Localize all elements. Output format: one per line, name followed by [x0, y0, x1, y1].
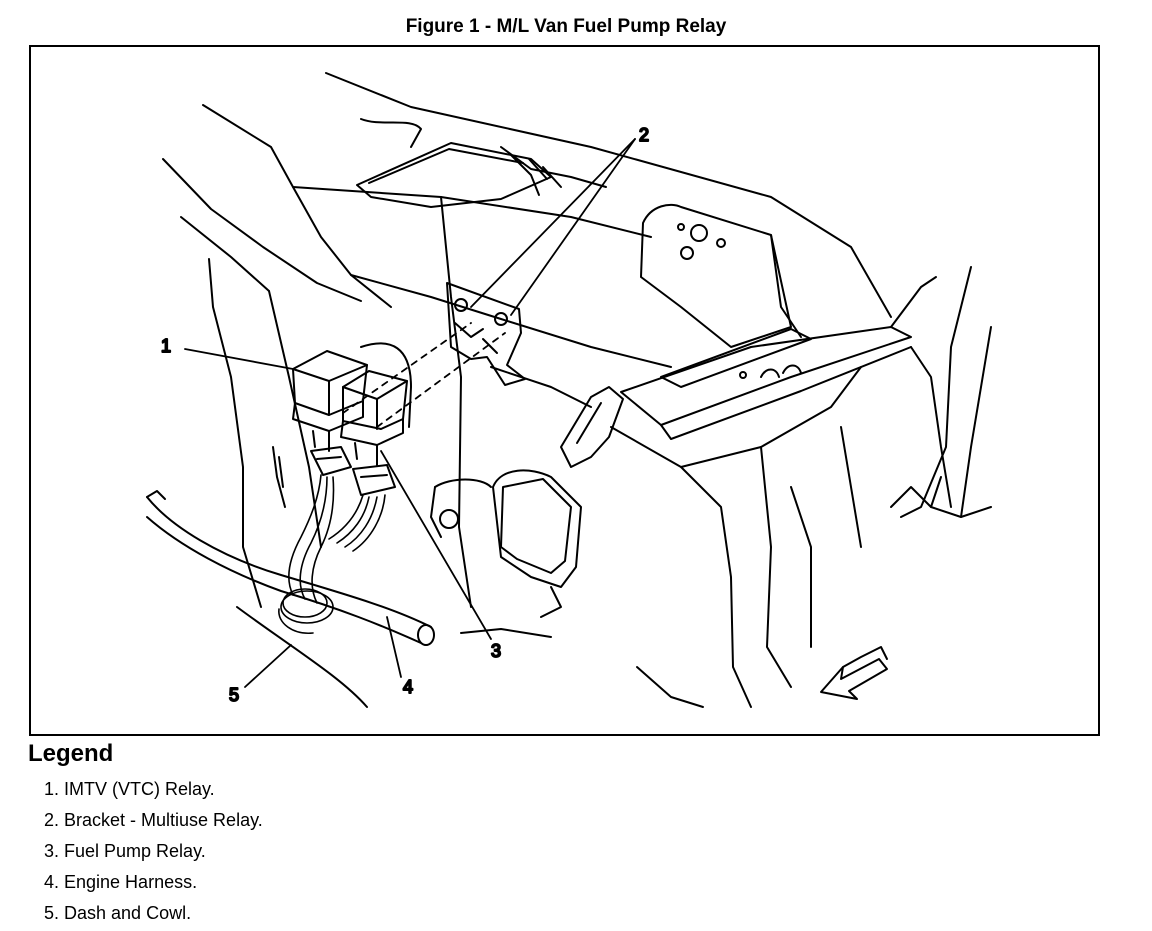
- upper-right-bracket: [640, 203, 802, 348]
- legend-item: 3. Fuel Pump Relay.: [44, 841, 206, 861]
- wire-harness: [278, 474, 386, 634]
- floor-lines: [236, 606, 704, 708]
- fuel-pump-relay: [340, 370, 408, 466]
- side-rail: [620, 276, 937, 440]
- callout-3: 3: [491, 641, 501, 661]
- engine-harness-conduit: [146, 490, 435, 646]
- legend-item: 2. Bracket - Multiuse Relay.: [44, 810, 263, 830]
- diagram-frame: 1 2 3 4 5: [29, 45, 1100, 736]
- access-panel: [430, 469, 582, 618]
- figure-title: Figure 1 - M/L Van Fuel Pump Relay: [405, 16, 727, 37]
- left-panel: [272, 342, 412, 508]
- vent-recess: [356, 142, 607, 208]
- imtv-relay: [292, 350, 368, 452]
- callout-5: 5: [229, 685, 239, 705]
- dash-cowl-outline: [162, 72, 892, 608]
- support-flange: [560, 386, 624, 468]
- right-panels: [490, 266, 992, 708]
- relay-bracket: [446, 282, 526, 386]
- legend-item: 4. Engine Harness.: [44, 872, 198, 892]
- legend-item: 5. Dash and Cowl.: [44, 903, 192, 923]
- legend-item: 1. IMTV (VTC) Relay.: [44, 779, 215, 799]
- forward-direction-arrow: [820, 646, 888, 700]
- legend-title: Legend: [28, 740, 114, 767]
- leader-lines: [184, 138, 636, 688]
- callout-1: 1: [161, 336, 171, 356]
- relay-connectors: [310, 446, 396, 496]
- relay-illustration: 1 2 3 4 5: [146, 72, 992, 708]
- callout-2: 2: [639, 125, 649, 145]
- legend-list: 1. IMTV (VTC) Relay. 2. Bracket - Multiu…: [44, 776, 263, 931]
- callout-4: 4: [403, 677, 413, 697]
